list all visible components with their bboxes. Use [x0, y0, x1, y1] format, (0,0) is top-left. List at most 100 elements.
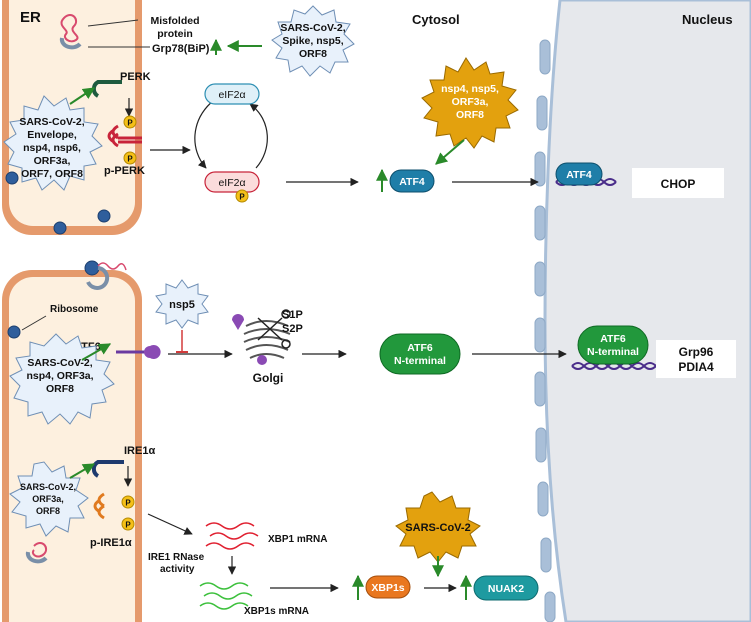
nsp5-label: nsp5 — [169, 299, 195, 311]
atf6-cleaved-icon — [257, 355, 267, 365]
grp78-sars-line2: Spike, nsp5, — [282, 35, 343, 47]
eif2a-cycle-right-arrow — [249, 103, 268, 169]
atf6-nterm-node — [379, 333, 461, 375]
perk-sars-line3: nsp4, nsp6, — [23, 142, 81, 154]
perk-sars-line5: ORF7, ORF8 — [21, 168, 83, 180]
p-perk-icon — [107, 124, 142, 148]
atf6-sars-line3: ORF8 — [46, 383, 74, 395]
ire1-sars-line1: SARS-CoV-2, — [20, 482, 76, 492]
eif2a-p-label: eIF2α — [218, 177, 245, 189]
phosphate-icon — [123, 115, 137, 129]
ire1a-label: IRE1α — [124, 445, 155, 457]
s1p-label: S1P — [282, 309, 303, 321]
golgi-label: Golgi — [253, 371, 284, 385]
atf6-icon — [144, 345, 161, 360]
atf4-label: ATF4 — [399, 176, 425, 188]
perk-sars-line4: ORF3a, — [34, 155, 71, 167]
ire1-sars-line2: ORF3a, — [32, 494, 64, 504]
phosphate-icon — [235, 189, 249, 203]
viral-star-ire1 — [9, 461, 89, 537]
scissors-icon — [257, 309, 291, 349]
ribosomes — [5, 171, 111, 339]
misfolded-protein-lower-icon — [32, 542, 48, 558]
phosphate-label: P — [239, 193, 245, 202]
grp96-label: Grp96 — [679, 345, 714, 359]
atf6-nucleus-node — [577, 325, 649, 365]
xbp1-mrna-icon — [205, 522, 259, 550]
perk-sars-line2: Envelope, — [27, 129, 77, 141]
viral-star-nsp5 — [155, 279, 209, 329]
er-lower-lumen — [9, 277, 135, 622]
atf6-fragment-icon — [232, 314, 244, 330]
phosphate-label: P — [127, 155, 133, 164]
misfolded-label-1: Misfolded — [151, 15, 200, 27]
atf6-nucleus-label-2: N-terminal — [587, 346, 639, 358]
eif2a-cycle-left-arrow — [194, 99, 215, 169]
eif2a-label: eIF2α — [218, 89, 245, 101]
atf4-nucleus-label: ATF4 — [566, 169, 592, 181]
atf4-sars-line3: ORF8 — [456, 109, 484, 121]
atf6-nterm-label-2: N-terminal — [394, 355, 446, 367]
atf4-sars-line2: ORF3a, — [452, 96, 489, 108]
nuak2-sars-label: SARS-CoV-2 — [405, 522, 470, 534]
atf6-virus-arrow — [81, 343, 112, 361]
rnase-label-1: IRE1 RNase — [148, 552, 205, 563]
phosphate-icon — [123, 151, 137, 165]
nuak2-label: NUAK2 — [488, 583, 524, 595]
ribosome-mrna — [97, 262, 127, 271]
ire1a-to-xbp1-arrow — [147, 513, 193, 535]
phosphate-label: P — [127, 119, 133, 128]
s2p-label: S2P — [282, 323, 303, 335]
eif2a-p-node — [204, 171, 260, 193]
chop-label: CHOP — [661, 177, 696, 191]
rnase-label-2: activity — [160, 564, 195, 575]
atf6-nucleus-label-1: ATF6 — [600, 333, 626, 345]
perk-sars-line1: SARS-CoV-2, — [19, 116, 84, 128]
viral-star-atf4 — [421, 57, 519, 149]
p-ire1a-label: p-IRE1α — [90, 537, 132, 549]
nucleus-title: Nucleus — [682, 12, 733, 27]
atf6-sars-line1: SARS-CoV-2, — [27, 357, 92, 369]
ribosome-label: Ribosome — [50, 304, 99, 315]
phosphate-icon — [121, 517, 135, 531]
p-ire1a-icon — [93, 492, 105, 520]
phosphate-label: P — [125, 521, 131, 530]
viral-star-perk — [3, 95, 103, 191]
viral-star-grp78 — [271, 5, 355, 77]
misfolded-label-2: protein — [157, 28, 193, 40]
eif2a-node — [204, 83, 260, 105]
ribosome-icon — [86, 266, 110, 290]
xbp1s-mrna-icon — [199, 582, 253, 610]
grp78-sars-line3: ORF8 — [299, 48, 327, 60]
viral-star-nuak2 — [395, 491, 481, 563]
atf4-nucleus-node — [555, 162, 603, 186]
atf6-sars-line2: nsp4, ORF3a, — [26, 370, 93, 382]
ire1-sars-line3: ORF8 — [36, 506, 60, 516]
target-genes-box — [656, 340, 736, 378]
grp78-lower-icon — [25, 551, 48, 564]
atf4-sars-line1: nsp4, nsp5, — [441, 83, 499, 95]
ire1-virus-arrow — [69, 463, 96, 479]
xbp1-mrna-label: XBP1 mRNA — [268, 534, 327, 545]
xbp1s-label: XBP1s — [371, 582, 404, 594]
perk-virus-arrow — [69, 87, 95, 105]
cytosol-title: Cytosol — [412, 12, 460, 27]
er-title: ER — [20, 9, 41, 26]
grp78-label: Grp78(BiP) — [152, 43, 210, 55]
perk-label: PERK — [120, 71, 151, 83]
xbp1s-mrna-label: XBP1s mRNA — [244, 606, 309, 617]
phosphate-label: P — [125, 499, 131, 508]
atf6-nterm-label-1: ATF6 — [407, 342, 433, 354]
atf4-node — [389, 169, 435, 193]
atf4-virus-arrow — [435, 139, 465, 165]
nuak2-node — [473, 575, 539, 601]
chop-box — [632, 168, 724, 198]
phosphate-icon — [121, 495, 135, 509]
misfolded-protein-icon — [60, 14, 79, 43]
xbp1s-node — [365, 575, 411, 599]
grp78-icon — [59, 37, 82, 50]
pdia4-label: PDIA4 — [678, 360, 714, 374]
nucleus — [543, 0, 751, 622]
